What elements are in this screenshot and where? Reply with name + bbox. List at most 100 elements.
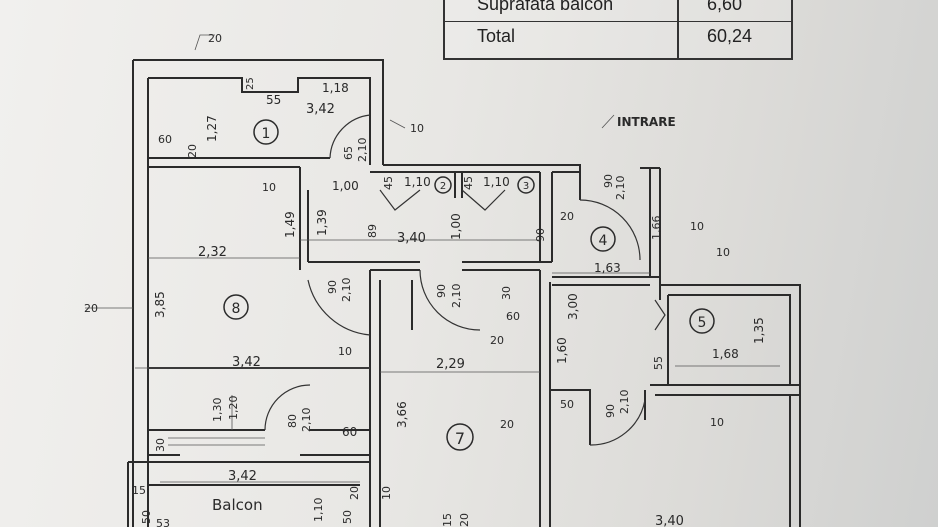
dimension: 90 xyxy=(326,280,339,294)
dimension: 3,42 xyxy=(228,469,257,484)
room-marker xyxy=(434,176,452,194)
dimension: 2,10 xyxy=(356,138,369,163)
dimension: 1,30 xyxy=(211,398,224,423)
dimension: 3,00 xyxy=(566,293,580,320)
dimension: 1,63 xyxy=(594,261,621,275)
dimension: 10 xyxy=(716,246,730,259)
dimension: 55 xyxy=(266,93,281,107)
room-markers xyxy=(223,119,715,451)
dimension: 53 xyxy=(156,517,170,527)
dimension: 2,10 xyxy=(300,408,313,433)
dimension: 10 xyxy=(262,181,276,194)
dimension: 3,40 xyxy=(397,231,426,246)
dimension: 10 xyxy=(710,416,724,429)
dimension: 20 xyxy=(186,144,199,158)
dimension: 1,00 xyxy=(449,213,463,240)
dimension: 80 xyxy=(286,414,299,428)
dimension: 1,18 xyxy=(322,81,349,95)
room-marker xyxy=(253,119,279,145)
table-row: Suprafata balcon 6,60 xyxy=(445,0,791,22)
dimension: 3,66 xyxy=(395,401,409,428)
dimension: 1,10 xyxy=(404,175,431,189)
room-number: 2 xyxy=(440,181,446,192)
dimension-lines xyxy=(85,34,780,483)
row-label: Suprafata balcon xyxy=(477,0,614,14)
dimension: 30 xyxy=(154,438,167,452)
room-number: 1 xyxy=(262,126,271,142)
dimension: 3,85 xyxy=(153,291,167,318)
dimension: 20 xyxy=(348,486,361,500)
dimension: 2,10 xyxy=(340,278,353,303)
dimension: 2,29 xyxy=(436,357,465,372)
entrance-label: INTRARE xyxy=(617,115,676,129)
room-number: 5 xyxy=(698,315,707,331)
dimension: 1,49 xyxy=(283,211,297,238)
room-marker xyxy=(590,226,616,252)
room-number: 7 xyxy=(455,429,465,448)
dimension: 20 xyxy=(84,302,98,315)
dimension: 50 xyxy=(140,510,153,524)
dimension: 1,39 xyxy=(315,209,329,236)
room-marker xyxy=(223,294,249,320)
dimension: 15 xyxy=(441,513,454,527)
dimension: 20 xyxy=(490,334,504,347)
room-marker xyxy=(689,308,715,334)
walls xyxy=(127,59,801,527)
labels: 1 2 3 4 5 7 8 INTRARE Balcon 20 1,18 25 … xyxy=(84,32,766,527)
dimension: 2,32 xyxy=(198,245,227,260)
dimension: 50 xyxy=(341,510,354,524)
dimension: 1,10 xyxy=(483,175,510,189)
dimension: 20 xyxy=(500,418,514,431)
dimension: 2,10 xyxy=(450,284,463,309)
dimension: 10 xyxy=(338,345,352,358)
dimension: 25 xyxy=(245,77,256,90)
room-number: 4 xyxy=(599,233,608,249)
dimension: 2,10 xyxy=(618,390,631,415)
dimension: 10 xyxy=(380,486,393,500)
dimension: 45 xyxy=(382,176,395,190)
dimension: 20 xyxy=(208,32,222,45)
table-row: Total 60,24 xyxy=(445,22,791,55)
dimension: 60 xyxy=(506,310,520,323)
dimension: 1,60 xyxy=(555,337,569,364)
table-divider xyxy=(677,0,679,58)
dimension: 2,10 xyxy=(614,176,627,201)
dimension: 50 xyxy=(560,398,574,411)
dimension: 90 xyxy=(604,404,617,418)
dimension: 20 xyxy=(560,210,574,223)
dimension: 3,42 xyxy=(232,355,261,370)
room-number: 3 xyxy=(523,181,529,192)
dimension: 1,68 xyxy=(712,347,739,361)
door-swings xyxy=(264,114,666,446)
dimension: 1,00 xyxy=(332,179,359,193)
dimension: 55 xyxy=(652,356,665,370)
balcony-label: Balcon xyxy=(212,496,263,514)
room-marker xyxy=(517,176,535,194)
dimension: 10 xyxy=(410,122,424,135)
area-table: Suprafata balcon 6,60 Total 60,24 xyxy=(443,0,793,60)
dimension: 3,42 xyxy=(306,102,335,117)
dimension: 90 xyxy=(435,284,448,298)
dimension: 1,66 xyxy=(650,216,663,241)
dimension: 60 xyxy=(158,133,172,146)
dimension: 45 xyxy=(462,176,475,190)
dimension: 90 xyxy=(534,228,547,242)
dimension: 3,40 xyxy=(655,514,684,527)
dimension: 60 xyxy=(342,425,357,439)
dimension: 20 xyxy=(458,513,471,527)
dimension: 90 xyxy=(602,174,615,188)
dimension: 1,20 xyxy=(227,396,240,421)
row-label: Total xyxy=(477,26,516,46)
dimension: 1,10 xyxy=(312,498,325,523)
dimension: 1,35 xyxy=(752,317,766,344)
room-number: 8 xyxy=(232,301,241,317)
dimension: 65 xyxy=(342,146,355,160)
row-value: 60,24 xyxy=(707,26,753,46)
dimension: 1,27 xyxy=(205,115,219,142)
dimension: 10 xyxy=(690,220,704,233)
dimension: 15 xyxy=(132,484,146,497)
room-marker xyxy=(446,423,474,451)
row-value: 6,60 xyxy=(707,0,743,14)
